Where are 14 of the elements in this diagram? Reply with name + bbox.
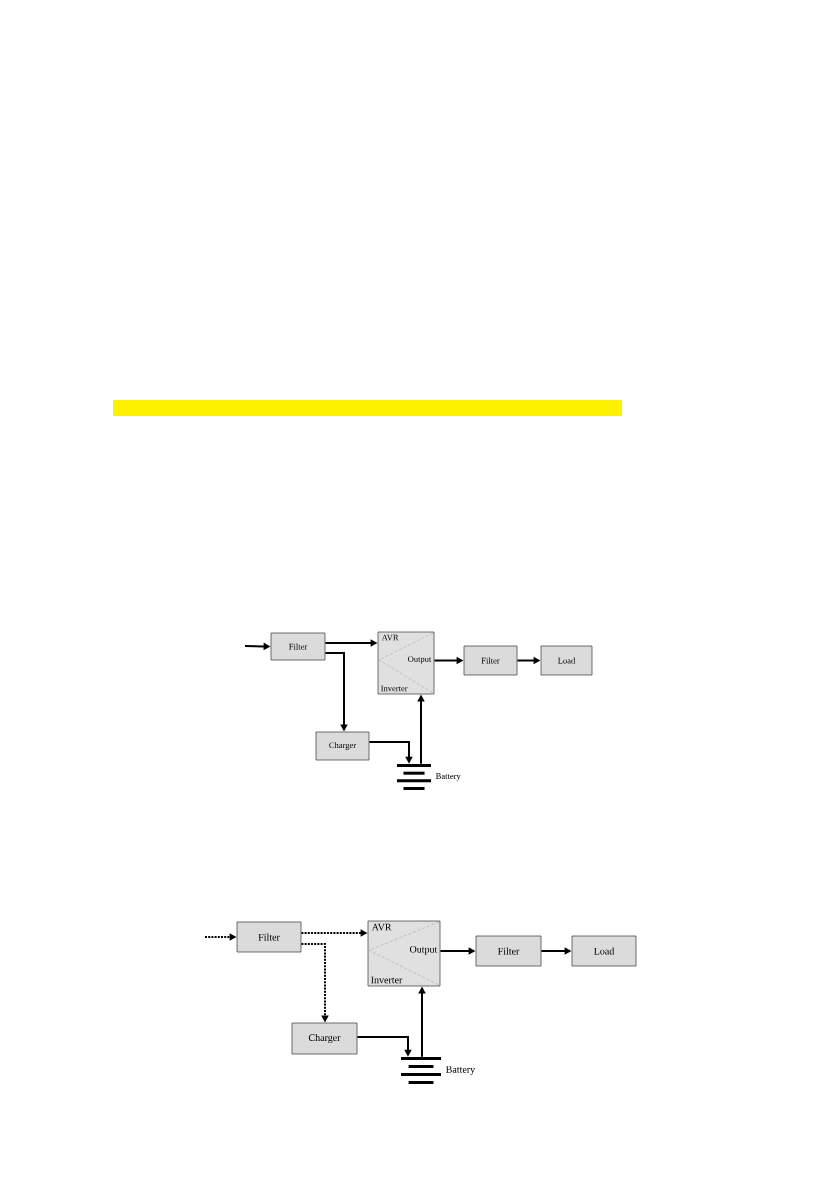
battery-symbol xyxy=(401,1057,441,1084)
process-box: Filter xyxy=(270,632,326,661)
converter-box: AVR Output Inverter xyxy=(367,920,441,987)
process-box: Load xyxy=(571,935,637,967)
process-box: Charger xyxy=(315,731,370,761)
process-box: Charger xyxy=(291,1022,358,1055)
process-box: Load xyxy=(540,645,593,676)
process-box: Filter xyxy=(236,921,302,953)
battery-label: Battery xyxy=(446,1066,476,1075)
battery-symbol xyxy=(397,764,431,790)
process-box: Filter xyxy=(475,935,542,967)
process-box: Filter xyxy=(463,645,518,676)
battery-label: Battery xyxy=(435,773,461,781)
converter-box: AVR Output Inverter xyxy=(377,631,435,695)
